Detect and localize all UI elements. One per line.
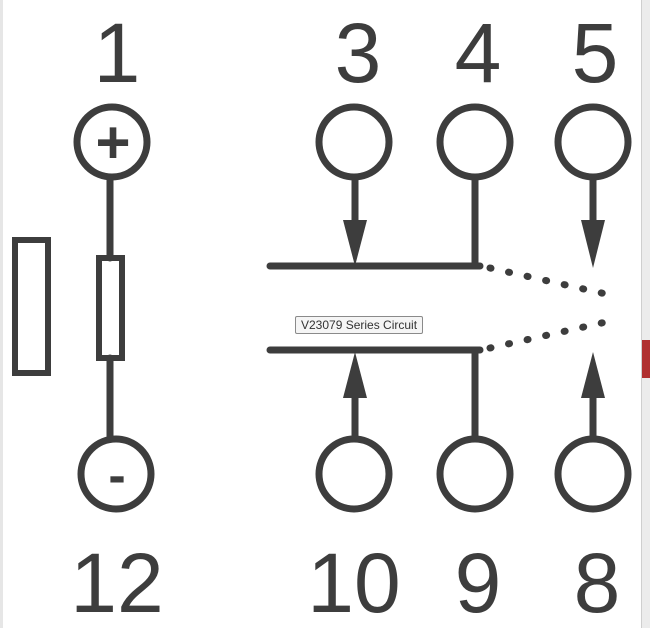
terminal-4-circle [436,103,514,181]
pin-label-12: 12 [70,536,163,628]
terminal-3-circle [315,103,393,181]
pin-label-8: 8 [574,536,621,628]
left-window-edge [0,0,3,628]
terminal-12-circle [77,435,155,513]
coil-resistor [96,255,125,361]
right-edge-accent [642,340,650,378]
terminal-5-circle [554,103,632,181]
circuit-tooltip: V23079 Series Circuit [295,316,424,334]
terminal-8-circle [554,435,632,513]
terminal-9-circle [436,435,514,513]
plus-symbol: + [95,109,130,176]
lower-switch-arm-dotted [486,318,610,352]
relay-coil-block [12,237,51,376]
pin-label-3: 3 [335,6,382,100]
pin-8-arrow-head [581,352,605,398]
minus-symbol: - [108,447,125,505]
pin-10-arrow-head [343,352,367,398]
pin-label-4: 4 [455,6,502,100]
terminal-10-circle [315,435,393,513]
right-window-edge [641,0,650,628]
pin-label-1: 1 [94,6,141,100]
pin-3-arrow-head [343,220,367,266]
upper-switch-arm-dotted [486,264,610,298]
pin-label-5: 5 [572,6,619,100]
pin-label-10: 10 [307,536,400,628]
pin-5-arrow-head [581,220,605,268]
pin-label-9: 9 [455,536,502,628]
